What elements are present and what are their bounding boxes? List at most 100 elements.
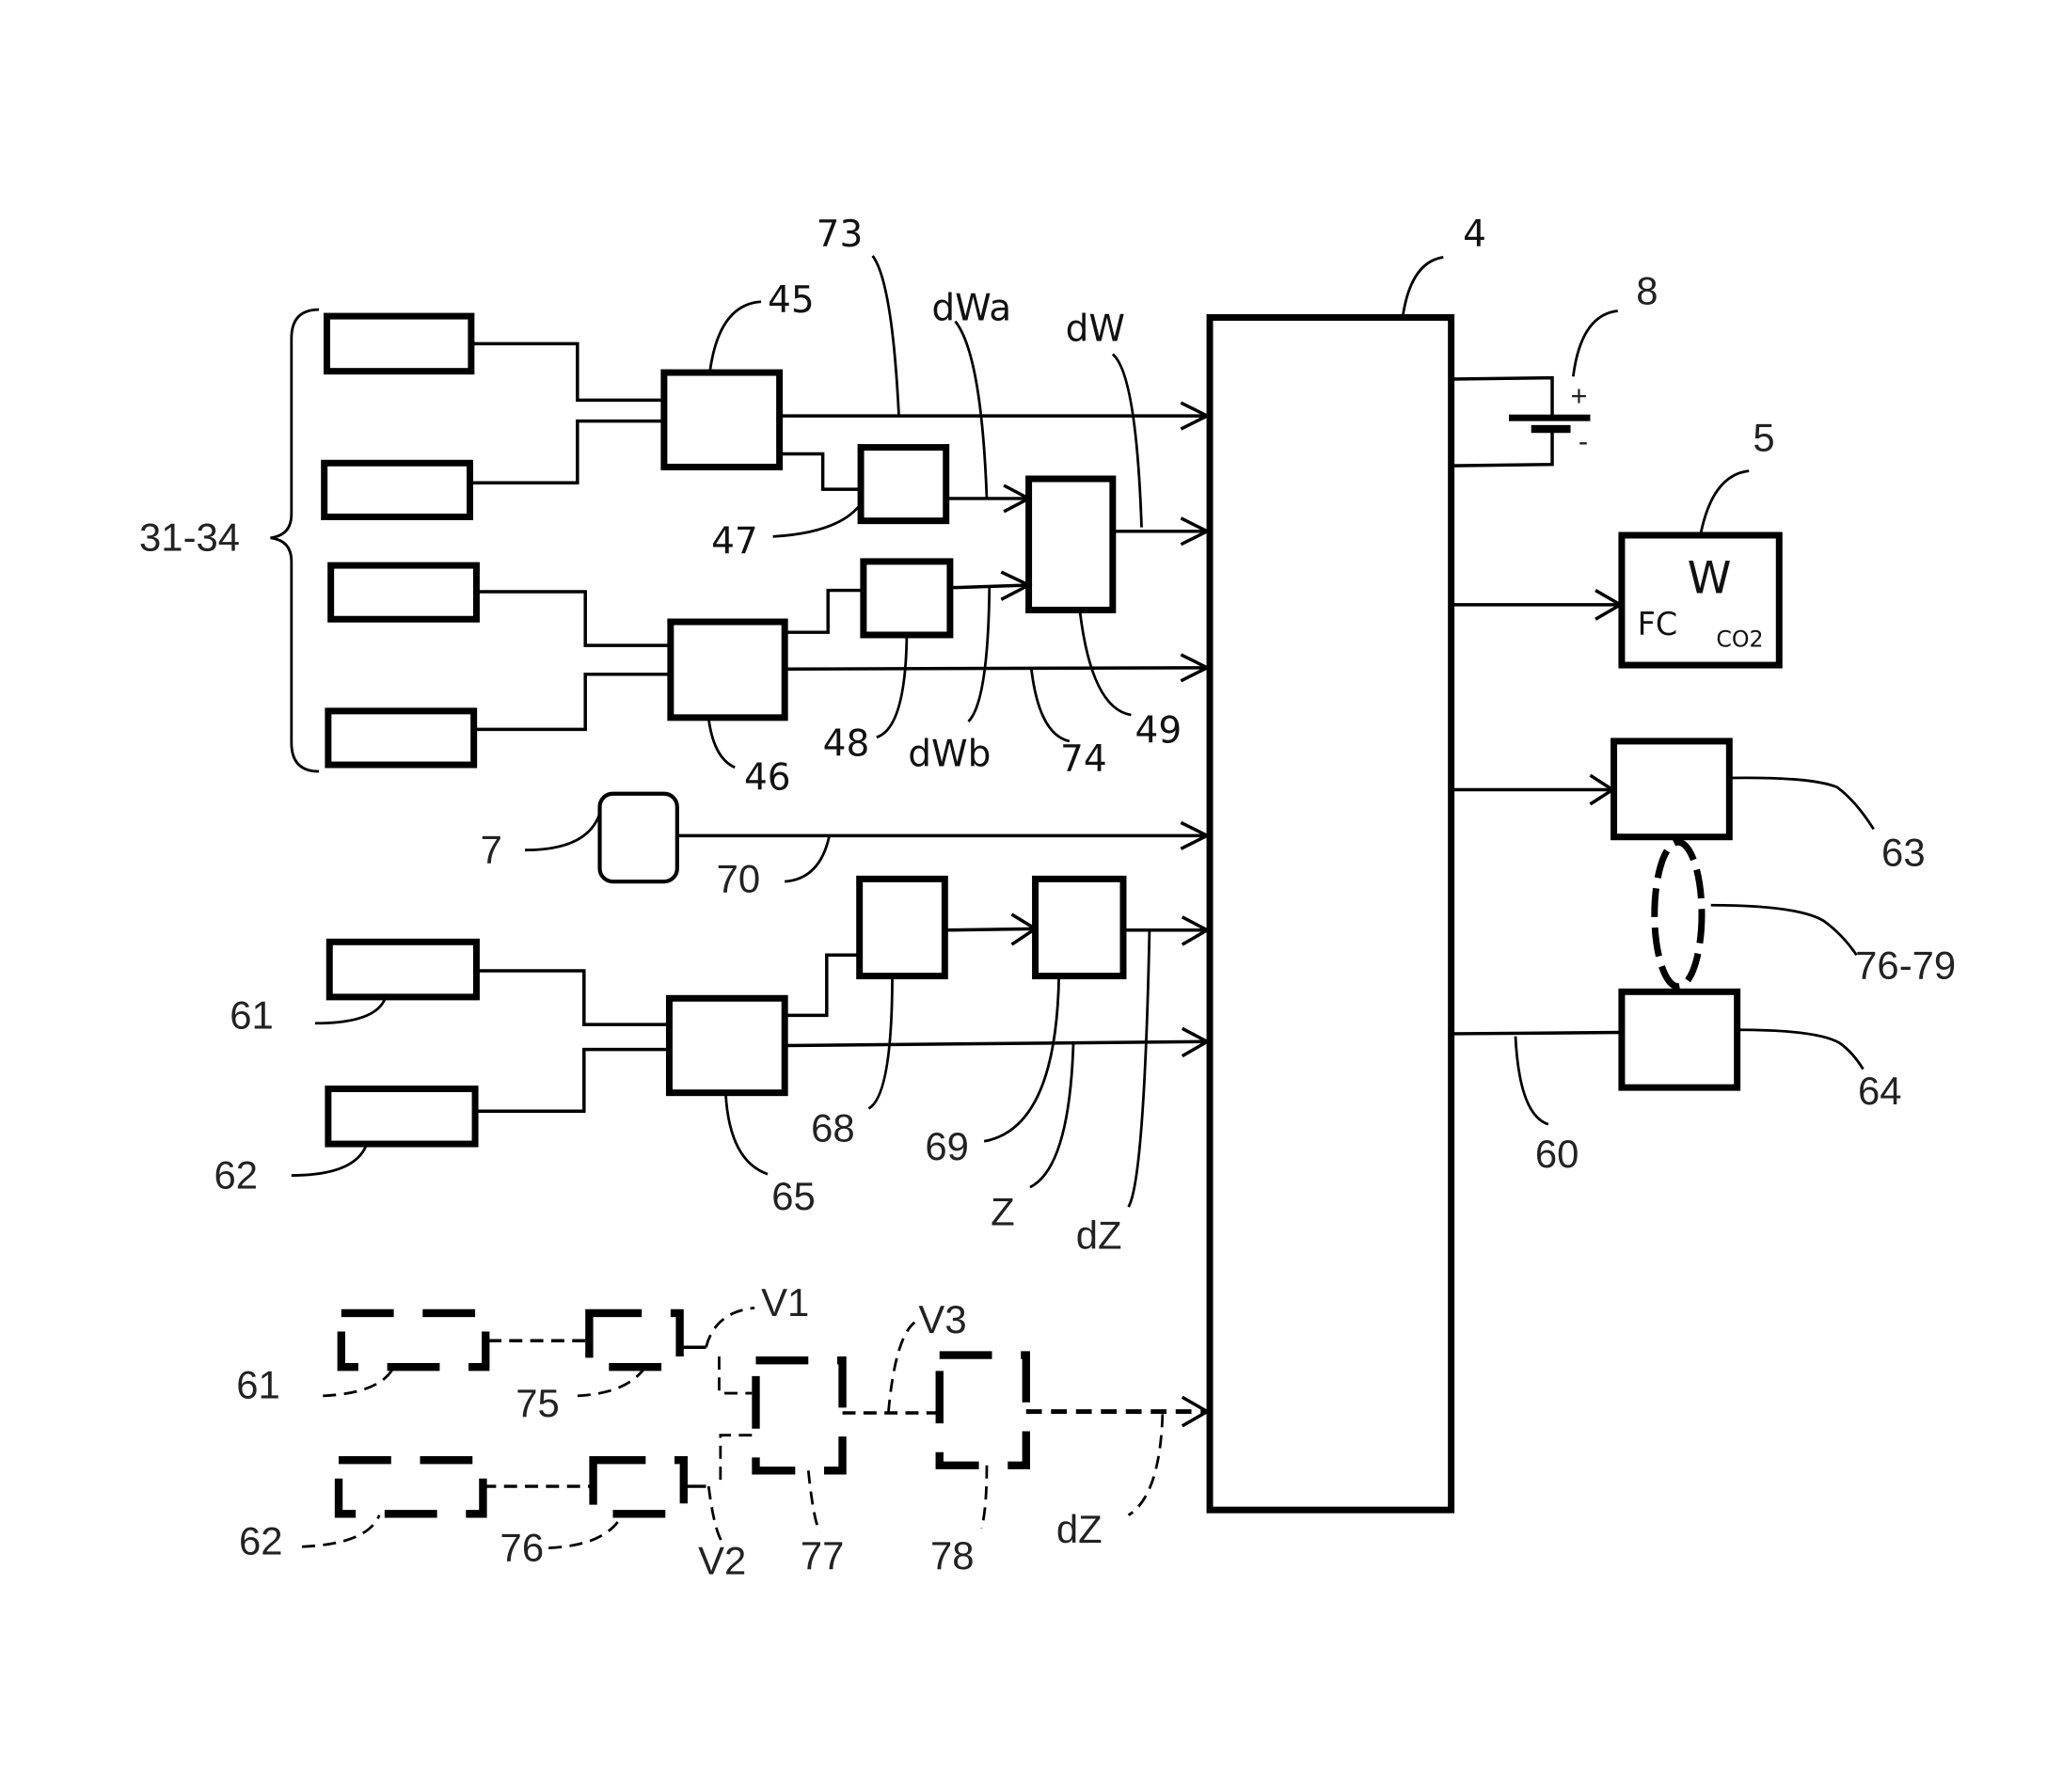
wireless-link-76-79 <box>1651 838 1706 991</box>
label-dashed-78: 78 <box>930 1533 975 1578</box>
label-73: 73 <box>817 214 864 256</box>
wire-45-47 <box>779 452 862 491</box>
leader-48 <box>876 636 909 739</box>
unit-48 <box>860 558 954 639</box>
unit-64 <box>1618 988 1741 1091</box>
unit-65 <box>665 994 788 1097</box>
sensor-33 <box>327 562 480 623</box>
leader-dashed-61 <box>323 1366 395 1398</box>
label-31-34: 31-34 <box>139 515 240 560</box>
leader-dWb <box>967 587 992 723</box>
display-5: W FC CO2 5 <box>1451 416 1783 669</box>
display-text-FC: FC <box>1638 606 1678 642</box>
label-V3: V3 <box>918 1297 966 1341</box>
controller-4 <box>1206 314 1455 1514</box>
arrow-head-47-49 <box>1003 484 1033 514</box>
leader-74 <box>1029 669 1071 743</box>
label-dWb: dWb <box>908 733 991 775</box>
label-65: 65 <box>771 1174 816 1218</box>
wire-34-46 <box>473 673 671 732</box>
dashed-sensor-62 <box>334 1455 487 1518</box>
label-dashed-61: 61 <box>236 1363 280 1407</box>
dashed-unit-76 <box>589 1455 688 1518</box>
label-8: 8 <box>1636 269 1658 313</box>
dashed-unit-77 <box>752 1356 847 1475</box>
leader-8 <box>1571 309 1618 377</box>
display-text-CO2: CO2 <box>1716 626 1763 653</box>
display-box-5 <box>1618 531 1783 669</box>
label-61: 61 <box>230 992 274 1037</box>
arrow-head-dashed-dZ <box>1181 1395 1211 1428</box>
label-76-79: 76-79 <box>1855 943 1956 987</box>
leader-65 <box>724 1093 769 1176</box>
label-47: 47 <box>711 521 758 563</box>
leader-73 <box>871 255 900 417</box>
sensor-61 <box>325 938 480 1001</box>
label-dashed-dZ: dZ <box>1056 1507 1103 1551</box>
label-63: 63 <box>1881 830 1926 874</box>
alternative-dashed-section: 61 62 75 76 V1 V2 77 V3 78 <box>236 1280 1211 1582</box>
dashed-sensor-61 <box>337 1308 490 1372</box>
battery-plus-sign: + <box>1571 379 1588 412</box>
leader-63 <box>1729 776 1875 831</box>
sensor-34 <box>325 707 478 769</box>
unit-45 <box>660 369 784 470</box>
sensor-group-31-34: 31-34 <box>139 308 480 773</box>
leader-49 <box>1078 611 1132 717</box>
unit-49 <box>1025 475 1117 613</box>
leader-45 <box>708 300 762 372</box>
leader-V3 <box>886 1321 916 1414</box>
leader-V1 <box>705 1307 755 1348</box>
dashed-unit-78 <box>935 1351 1030 1469</box>
display-text-W: W <box>1688 552 1732 604</box>
label-62: 62 <box>214 1152 259 1197</box>
label-74: 74 <box>1060 738 1107 781</box>
leader-dashed-76 <box>548 1514 624 1550</box>
leader-dashed-dZ <box>1127 1414 1165 1516</box>
leader-64 <box>1737 1028 1865 1070</box>
label-46: 46 <box>744 757 791 800</box>
leader-dashed-75 <box>577 1363 648 1398</box>
signal-Z <box>785 1039 1208 1048</box>
wire-48-49 <box>949 583 1029 590</box>
battery-wire-minus <box>1451 429 1554 468</box>
label-V2: V2 <box>698 1538 746 1582</box>
sensor-62 <box>325 1086 479 1148</box>
label-70: 70 <box>717 856 761 900</box>
label-dashed-77: 77 <box>801 1533 845 1578</box>
unit-69 <box>1032 875 1127 980</box>
wire-61-65 <box>476 969 670 1026</box>
sensor-31 <box>323 312 475 375</box>
unit-47 <box>857 444 950 525</box>
leader-dW <box>1111 353 1143 528</box>
label-Z: Z <box>991 1190 1015 1234</box>
label-dZ: dZ <box>1076 1213 1122 1258</box>
wire-68-69 <box>944 927 1036 932</box>
wire-46-48 <box>785 588 864 634</box>
signal-60 <box>1451 1030 1622 1036</box>
leader-dashed-62 <box>301 1514 381 1548</box>
dashed-unit-75 <box>585 1308 684 1372</box>
label-64: 64 <box>1858 1069 1902 1113</box>
label-45: 45 <box>768 279 815 322</box>
sensor-32 <box>321 459 473 520</box>
label-68: 68 <box>811 1105 855 1150</box>
label-4: 4 <box>1463 214 1486 256</box>
leader-dWa <box>954 320 989 499</box>
battery-plate-positive <box>1508 414 1591 421</box>
wire-33-46 <box>476 590 671 647</box>
leader-70 <box>785 835 831 883</box>
dashed-wire-V1 <box>718 1356 753 1395</box>
label-60: 60 <box>1535 1132 1579 1176</box>
battery-wire-plus <box>1451 375 1554 418</box>
label-49: 49 <box>1135 709 1182 752</box>
battery-plate-negative <box>1531 424 1571 434</box>
leader-dZ <box>1127 931 1151 1208</box>
leader-4 <box>1401 255 1444 318</box>
leader-dashed-77 <box>806 1470 822 1533</box>
leader-62 <box>291 1144 368 1177</box>
label-7: 7 <box>481 828 502 872</box>
leader-47 <box>772 502 863 538</box>
leader-7 <box>525 813 601 852</box>
